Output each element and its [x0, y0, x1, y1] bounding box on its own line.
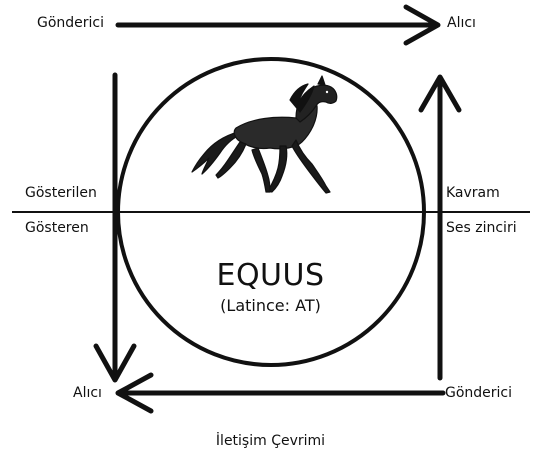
concept-label: Kavram: [446, 184, 500, 202]
sound-chain-label: Ses zinciri: [446, 219, 517, 237]
left-down-arrow: [96, 75, 134, 380]
top-arrow: [118, 7, 438, 43]
horse-icon: [192, 76, 337, 193]
signifier-label: Gösteren: [25, 219, 89, 237]
sign-word: EQUUS: [0, 259, 541, 293]
top-right-receiver-label: Alıcı: [447, 14, 476, 32]
sign-gloss: (Latince: AT): [0, 296, 541, 316]
signified-label: Gösterilen: [25, 184, 97, 202]
top-left-sender-label: Gönderici: [37, 14, 104, 32]
diagram-caption: İletişim Çevrimi: [0, 432, 541, 450]
bottom-right-sender-label: Gönderici: [445, 384, 512, 402]
bottom-arrow: [118, 375, 443, 411]
bottom-left-receiver-label: Alıcı: [73, 384, 102, 402]
